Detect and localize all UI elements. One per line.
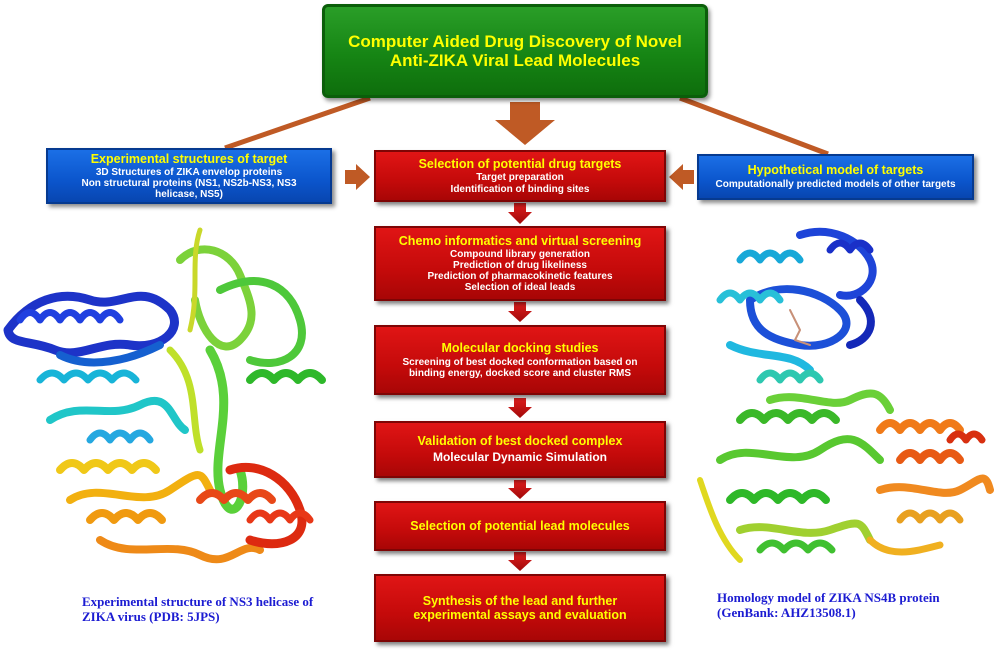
step-box-drug-targets: Selection of potential drug targets Targ… [374, 150, 666, 202]
step-line: Identification of binding sites [450, 183, 590, 195]
step-line: Compound library generation [449, 248, 590, 260]
step-arrow-2 [508, 302, 532, 322]
connector-line-left [224, 95, 371, 151]
main-down-arrow [495, 102, 555, 145]
connector-line-right [679, 95, 829, 157]
step-title: Synthesis of the lead and further [422, 594, 618, 608]
left-structure-caption: Experimental structure of NS3 helicase o… [82, 594, 372, 624]
left-side-arrow [345, 164, 370, 190]
ns3-helicase-structure-image [3, 227, 326, 564]
experimental-structures-line: helicase, NS5) [155, 189, 223, 201]
experimental-structures-box: Experimental structures of target 3D Str… [46, 148, 332, 204]
main-title-line2: Anti-ZIKA Viral Lead Molecules [389, 51, 641, 70]
step-title: Molecular docking studies [441, 340, 599, 355]
step-title-line2: experimental assays and evaluation [413, 608, 627, 622]
main-title-line1: Computer Aided Drug Discovery of Novel [348, 31, 682, 51]
caption-line: (GenBank: AHZ13508.1) [717, 604, 856, 620]
step-line: Molecular Dynamic Simulation [432, 450, 608, 465]
ns4b-model-structure-image [697, 227, 994, 563]
step-arrow-5 [508, 552, 532, 571]
step-line: Target preparation [476, 172, 564, 184]
step-line: Prediction of drug likeliness [453, 259, 587, 271]
step-box-lead-selection: Selection of potential lead molecules [374, 501, 666, 551]
experimental-structures-line: Non structural proteins (NS1, NS2b-NS3, … [81, 177, 297, 189]
step-title: Validation of best docked complex [417, 434, 623, 449]
step-box-virtual-screening: Chemo informatics and virtual screening … [374, 226, 666, 301]
step-title: Selection of potential drug targets [418, 157, 622, 172]
step-title: Chemo informatics and virtual screening [398, 233, 642, 248]
step-arrow-1 [508, 203, 532, 224]
step-line: Screening of best docked conformation ba… [402, 356, 638, 368]
main-title-box: Computer Aided Drug Discovery of Novel A… [322, 4, 708, 98]
step-arrow-3 [508, 398, 532, 418]
step-line: Selection of ideal leads [464, 282, 576, 294]
right-side-arrow [669, 164, 694, 190]
caption-line: Homology model of ZIKA NS4B protein [717, 590, 940, 605]
caption-line: Experimental structure of NS3 helicase o… [82, 594, 314, 609]
step-box-synthesis: Synthesis of the lead and further experi… [374, 574, 666, 642]
step-line: binding energy, docked score and cluster… [408, 368, 632, 379]
step-arrow-4 [508, 480, 532, 499]
experimental-structures-title: Experimental structures of target [90, 151, 288, 166]
hypothetical-model-title: Hypothetical model of targets [747, 163, 924, 178]
right-structure-caption: Homology model of ZIKA NS4B protein (Gen… [717, 590, 987, 620]
step-box-validation: Validation of best docked complex Molecu… [374, 421, 666, 478]
step-box-docking: Molecular docking studies Screening of b… [374, 325, 666, 395]
step-line: Prediction of pharmacokinetic features [427, 271, 613, 282]
hypothetical-model-box: Hypothetical model of targets Computatio… [697, 154, 974, 200]
experimental-structures-line: 3D Structures of ZIKA envelop proteins [95, 166, 283, 178]
hypothetical-model-line: Computationally predicted models of othe… [715, 179, 956, 191]
caption-line: ZIKA virus (PDB: 5JPS) [82, 608, 220, 624]
step-title: Selection of potential lead molecules [410, 519, 630, 533]
